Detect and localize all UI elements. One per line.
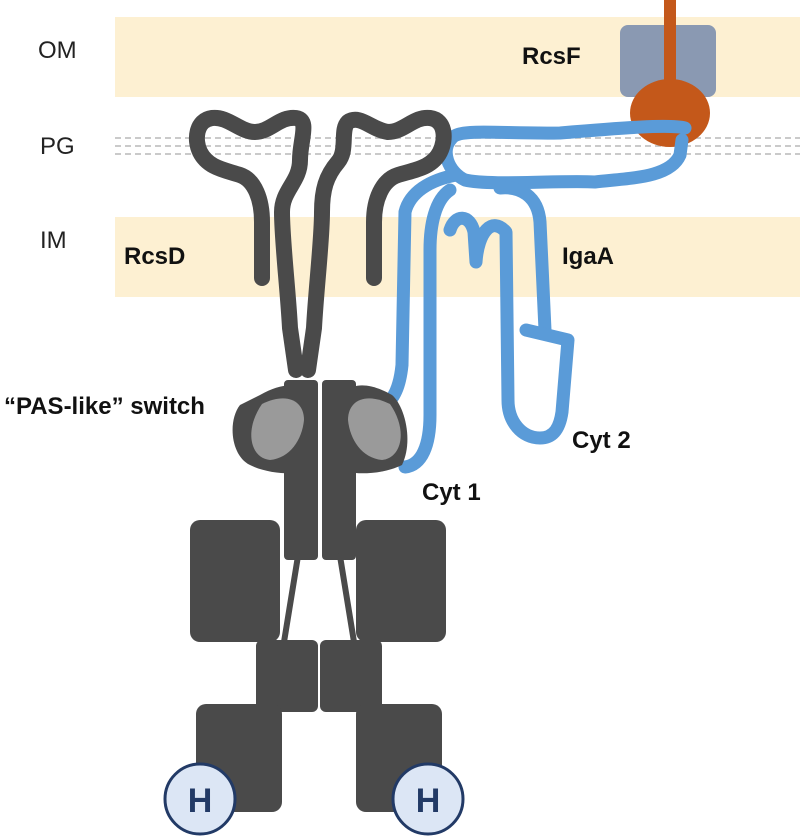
h-circle-left xyxy=(163,762,237,836)
rcsd-column-right xyxy=(322,380,356,560)
h-domain-left: H xyxy=(163,762,237,836)
igaa-cyt2-loop xyxy=(443,211,575,445)
rcsd-small-right xyxy=(320,640,382,712)
inner-membrane-band xyxy=(115,217,800,297)
rcsd-label: RcsD xyxy=(124,243,185,270)
rcsf-stalk-front xyxy=(664,0,676,90)
pg-label: PG xyxy=(40,133,75,160)
rcsd-cytoplasmic-body xyxy=(190,380,446,812)
rcsd-periplasmic-domains xyxy=(188,109,452,378)
om-label: OM xyxy=(38,37,77,64)
igaa-label: IgaA xyxy=(562,243,614,270)
rcsf-label: RcsF xyxy=(522,43,581,70)
pas-lobes xyxy=(251,398,401,460)
rcsf-bulb xyxy=(630,79,710,147)
igaa-tm-right xyxy=(493,181,552,337)
h-label-left: H xyxy=(188,782,213,820)
pas-switch-label: “PAS-like” switch xyxy=(4,393,205,420)
rcsd-block-right xyxy=(356,520,446,642)
igaa-cyt1-loop xyxy=(398,183,457,474)
h-label-right: H xyxy=(416,782,441,820)
cyt1-label: Cyt 1 xyxy=(422,479,481,506)
rcsd-small-left xyxy=(256,640,318,712)
h-circle-right xyxy=(391,762,465,836)
h-domain-right: H xyxy=(391,762,465,836)
rcsd-linkers xyxy=(281,553,357,645)
rcsd-left-head xyxy=(188,109,312,378)
igaa-periplasmic-loop xyxy=(439,119,692,190)
cyt2-label: Cyt 2 xyxy=(572,427,631,454)
pas-lobe-right xyxy=(348,398,401,460)
pas-lobe-left xyxy=(251,398,304,460)
im-label: IM xyxy=(40,227,67,254)
rcsd-right-head xyxy=(300,109,452,378)
rcsd-block-left xyxy=(190,520,280,642)
